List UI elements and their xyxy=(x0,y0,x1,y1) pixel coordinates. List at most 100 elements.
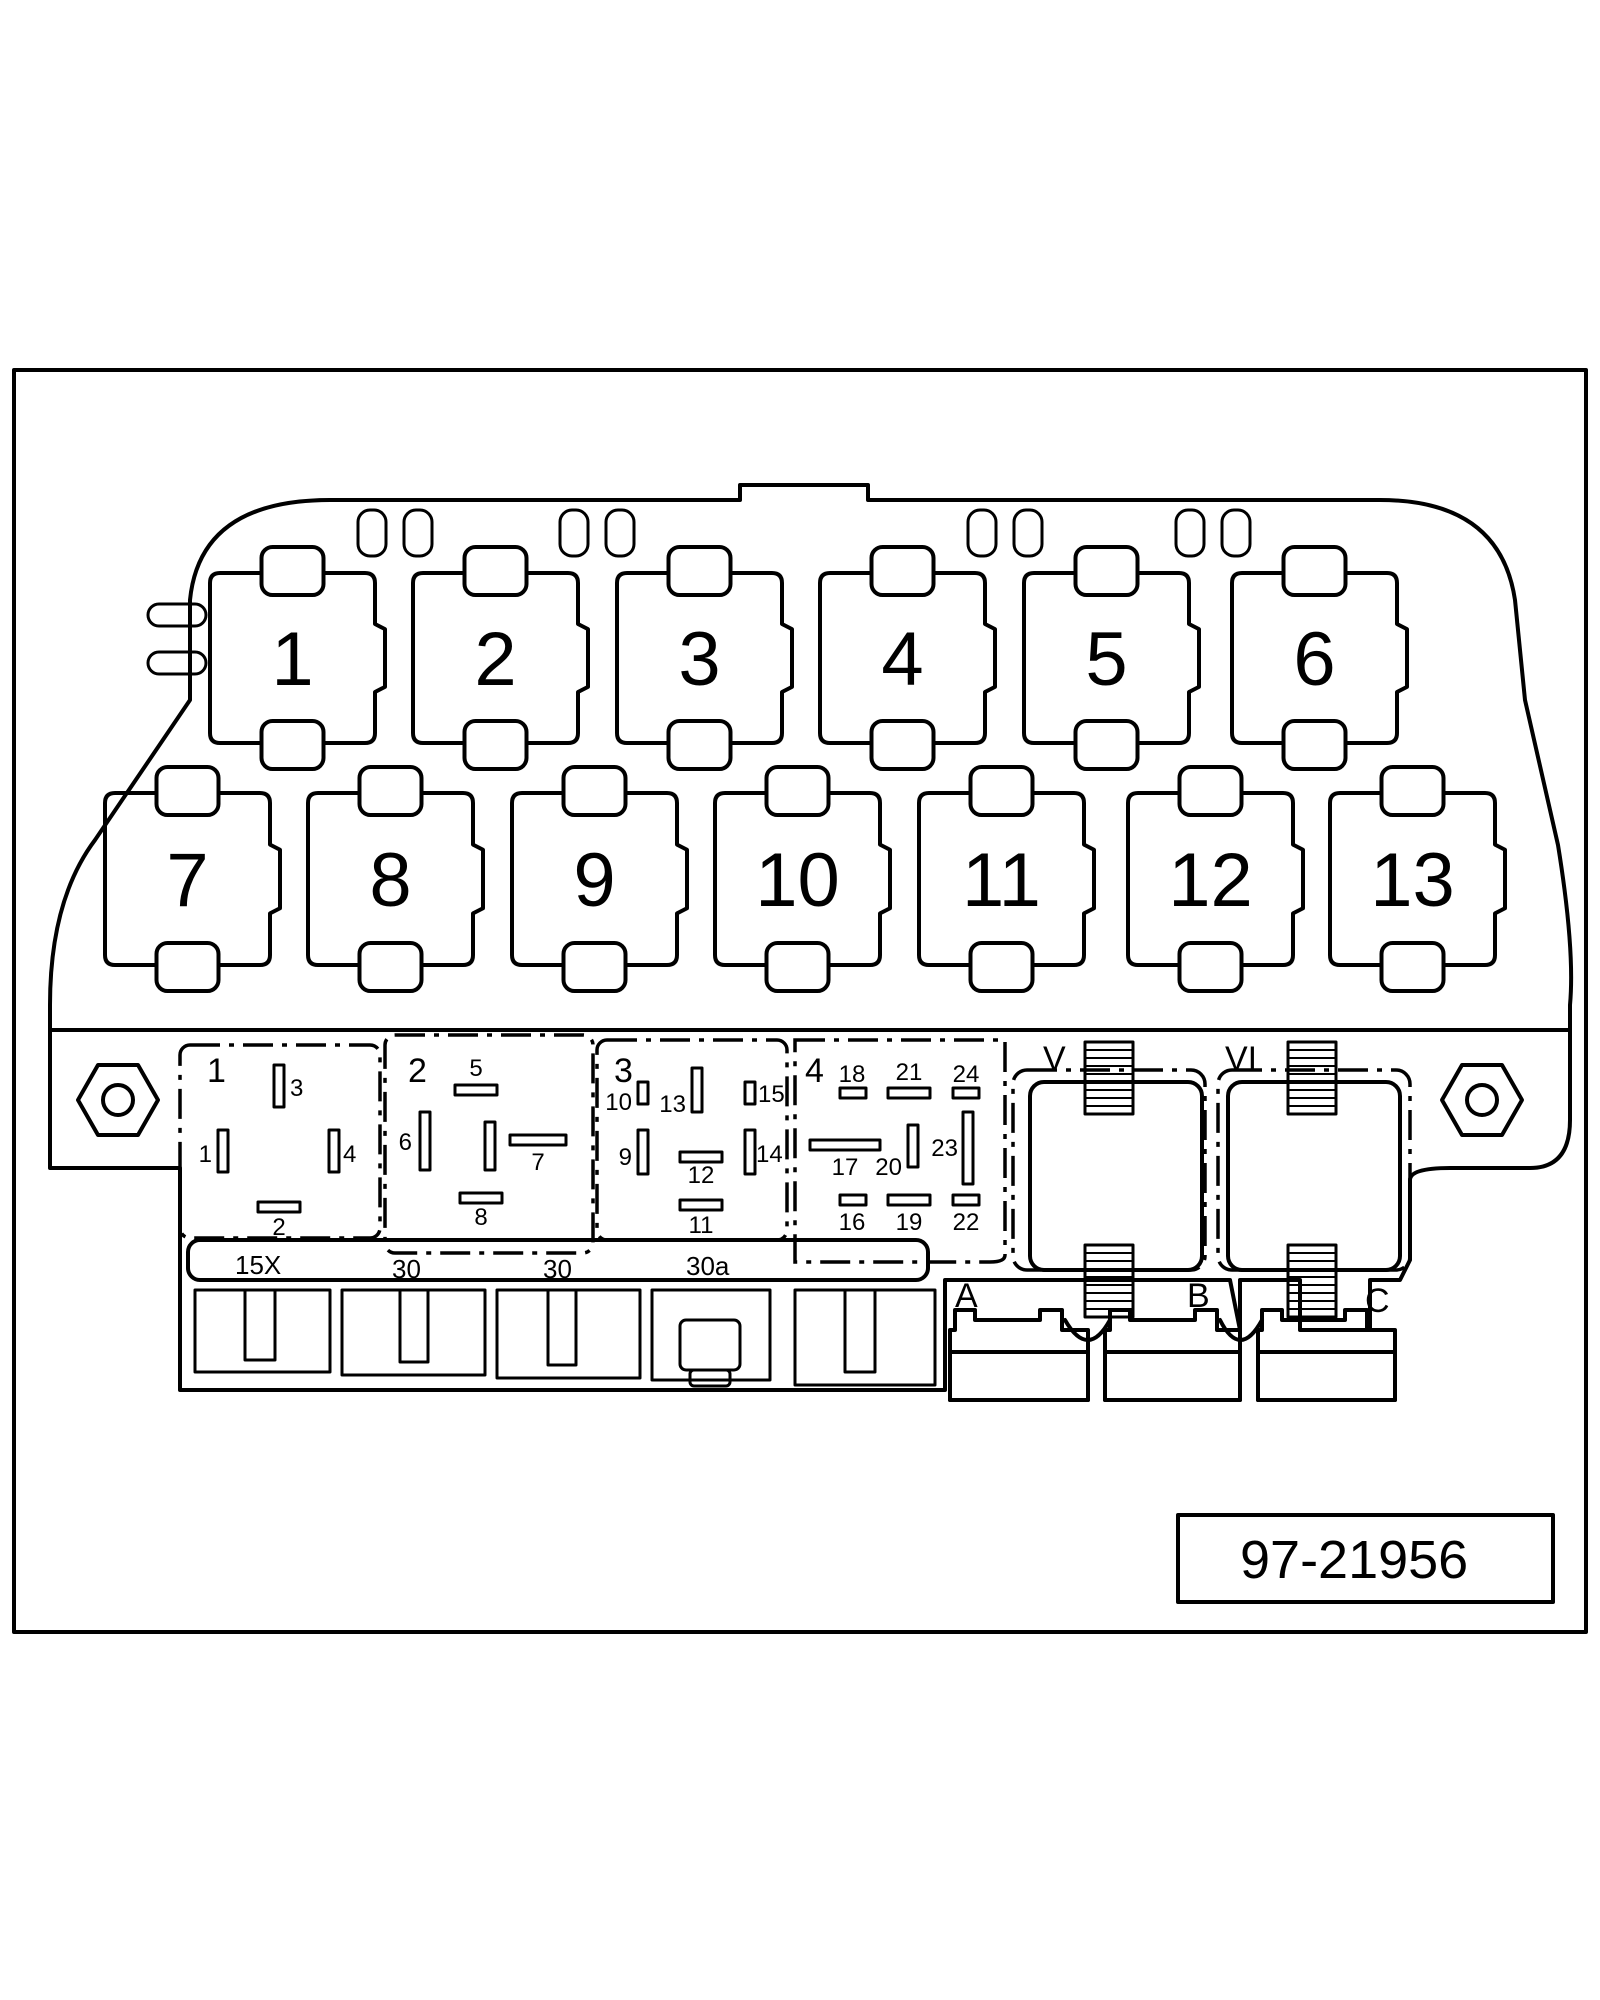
plug-label-c: C xyxy=(1365,1282,1390,1320)
mounting-nut-right xyxy=(1440,1063,1524,1137)
fuse-pin-label: 16 xyxy=(839,1209,866,1236)
terminal-bar xyxy=(186,1238,930,1282)
fuse-pin-1-2: 2 xyxy=(256,1200,302,1241)
terminal-label-30-b: 30 xyxy=(543,1254,572,1284)
plug-arches xyxy=(1063,1318,1264,1342)
relay-number-2: 2 xyxy=(474,617,516,702)
fuse-pin-label: 22 xyxy=(953,1209,980,1236)
fuse-pin-4-24: 24 xyxy=(951,1061,981,1100)
fuse-pin-label: 1 xyxy=(199,1141,212,1168)
fuse-pin-label: 19 xyxy=(896,1209,923,1236)
relay-number-9: 9 xyxy=(573,838,615,923)
relay-slot-11: 11 xyxy=(917,765,1096,993)
relay-slot-10: 10 xyxy=(713,765,892,993)
relay-number-5: 5 xyxy=(1085,617,1127,702)
relay-number-11: 11 xyxy=(962,838,1041,923)
mounting-nut-left xyxy=(76,1063,160,1137)
relay-number-12: 12 xyxy=(1168,838,1253,923)
relay-number-3: 3 xyxy=(678,617,720,702)
fuse-pin-label: 3 xyxy=(290,1075,303,1102)
plug-a-shape xyxy=(948,1308,1090,1402)
terminal-label-15x: 15X xyxy=(235,1250,281,1280)
fuse-pin-label: 23 xyxy=(931,1135,958,1162)
fuse-pin-4-22: 22 xyxy=(951,1193,981,1236)
plug-label-b: B xyxy=(1187,1277,1210,1315)
fuse-pin-2-7: 7 xyxy=(483,1120,568,1176)
fuse-pin-label: 18 xyxy=(839,1061,866,1088)
relay-number-13: 13 xyxy=(1370,838,1455,923)
fuse-pin-3-9: 9 xyxy=(619,1128,650,1176)
relay-number-8: 8 xyxy=(369,838,411,923)
fuse-group-label-4: 4 xyxy=(805,1052,824,1090)
relay-slot-2: 2 xyxy=(411,545,590,771)
connector-label-vi: VI xyxy=(1225,1040,1257,1078)
fuse-pin-4-23: 23 xyxy=(931,1110,975,1186)
relay-slot-4: 4 xyxy=(818,545,997,771)
top-clips xyxy=(356,508,1252,558)
fuse-group-label-3: 3 xyxy=(614,1052,633,1090)
relay-number-1: 1 xyxy=(271,617,313,702)
terminal-label-30-a: 30 xyxy=(392,1254,421,1284)
panel-housing xyxy=(48,483,1574,1392)
plug-b-shape xyxy=(1103,1308,1242,1402)
fuse-group-label-1: 1 xyxy=(207,1052,226,1090)
connector-housing-v xyxy=(1011,1040,1207,1319)
fuse-pin-3-15: 15 xyxy=(743,1080,785,1108)
fuse-pin-4-17: 17 xyxy=(808,1138,882,1181)
fuse-pin-4-21: 21 xyxy=(886,1059,932,1100)
relay-number-4: 4 xyxy=(881,617,923,702)
fuse-pin-1-4: 4 xyxy=(327,1128,356,1174)
terminal-blocks xyxy=(193,1288,937,1388)
fuse-pin-label: 6 xyxy=(399,1129,412,1156)
fuse-pin-label: 14 xyxy=(756,1141,783,1168)
connector-housing-vi xyxy=(1216,1040,1412,1319)
fuse-pin-3-12: 12 xyxy=(678,1150,724,1189)
fuse-pin-label: 2 xyxy=(272,1214,285,1241)
terminal-label-30a: 30a xyxy=(686,1251,730,1281)
fuse-pin-4-18: 18 xyxy=(838,1061,868,1100)
relay-number-7: 7 xyxy=(166,838,208,923)
relay-number-6: 6 xyxy=(1293,617,1335,702)
plug-c-shape xyxy=(1256,1308,1397,1402)
relay-slot-1: 1 xyxy=(208,545,387,771)
figure-id-box xyxy=(1176,1513,1555,1604)
fuse-pin-label: 12 xyxy=(688,1162,715,1189)
fuse-pin-4-16: 16 xyxy=(838,1193,868,1236)
fuse-group-label-2: 2 xyxy=(408,1052,427,1090)
fuse-pin-1-3: 3 xyxy=(272,1063,303,1109)
fuse-pin-label: 17 xyxy=(832,1154,859,1181)
fuse-pin-label: 21 xyxy=(896,1059,923,1086)
fuse-pin-label: 15 xyxy=(758,1081,785,1108)
fuse-pin-4-20: 20 xyxy=(875,1123,920,1181)
relay-number-10: 10 xyxy=(755,838,840,923)
fuse-pin-label: 20 xyxy=(875,1154,902,1181)
fuse-pin-label: 5 xyxy=(469,1055,482,1082)
fuse-pin-label: 11 xyxy=(689,1212,714,1239)
fuse-pin-label: 9 xyxy=(619,1144,632,1171)
figure-id: 97-21956 xyxy=(1240,1530,1468,1590)
fuse-pin-label: 7 xyxy=(531,1149,544,1176)
relay-slot-12: 12 xyxy=(1126,765,1305,993)
fuse-pin-3-14: 14 xyxy=(743,1128,783,1176)
fuse-pin-1-1: 1 xyxy=(199,1128,230,1174)
fuse-pin-4-19: 19 xyxy=(886,1193,932,1236)
fuse-pin-3-11: 11 xyxy=(678,1198,724,1239)
relay-slot-5: 5 xyxy=(1022,545,1201,771)
fuse-pin-2-6: 6 xyxy=(399,1110,432,1172)
fuse-pin-3-13: 13 xyxy=(659,1066,704,1118)
fuse-pin-label: 4 xyxy=(343,1141,356,1168)
relay-slot-13: 13 xyxy=(1328,765,1507,993)
fuse-pin-2-8: 8 xyxy=(458,1191,504,1231)
relay-slot-6: 6 xyxy=(1230,545,1409,771)
fuse-pin-label: 8 xyxy=(474,1204,487,1231)
relay-slot-8: 8 xyxy=(306,765,485,993)
plug-label-a: A xyxy=(955,1277,978,1315)
fuse-pin-3-10: 10 xyxy=(605,1080,650,1116)
side-tabs xyxy=(146,602,208,676)
relay-slot-9: 9 xyxy=(510,765,689,993)
relay-slot-7: 7 xyxy=(103,765,282,993)
fuse-pin-label: 10 xyxy=(605,1089,632,1116)
fuse-pin-2-5: 5 xyxy=(453,1055,499,1097)
